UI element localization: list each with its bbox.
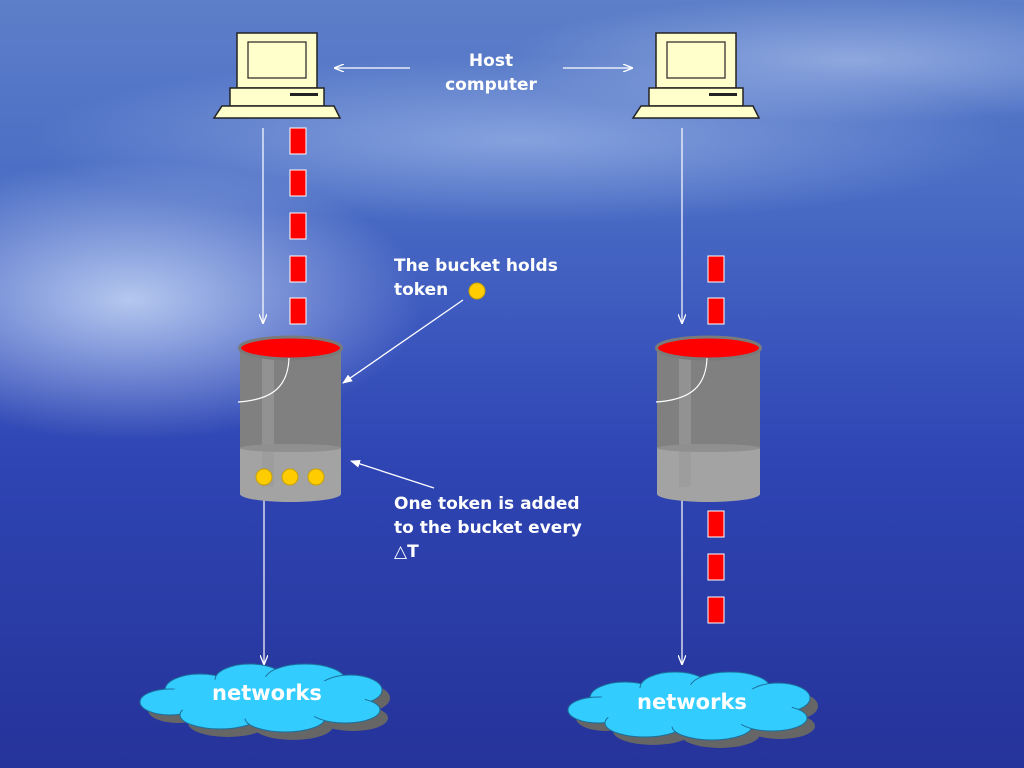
token-added-label: One token is added to the bucket every △… [394, 492, 614, 564]
networks-label-right: networks [637, 690, 747, 714]
packet [289, 127, 307, 155]
packet [289, 255, 307, 283]
bucket-holds-pointer [342, 299, 464, 384]
token [281, 468, 299, 486]
host-label-line-1: Host [468, 51, 514, 71]
token-legend-icon [468, 282, 486, 300]
token [255, 468, 273, 486]
token-added-line-3: △T [394, 542, 419, 562]
bucket-right [655, 335, 762, 502]
packet [707, 255, 725, 283]
token-added-pointer [350, 459, 435, 489]
bucket-holds-line-1: The bucket holds [394, 256, 558, 276]
host-computer-left-icon [212, 32, 342, 119]
host-computer-right-icon [631, 32, 761, 119]
token [307, 468, 325, 486]
packet [289, 212, 307, 240]
networks-cloud-right-icon [567, 671, 818, 748]
host-computer-label: Host computer [420, 49, 562, 97]
packet [707, 553, 725, 581]
packet [289, 169, 307, 197]
networks-cloud-left-icon [139, 663, 390, 740]
packet-queue-right-bottom [707, 510, 725, 624]
bucket-holds-line-2: token [394, 280, 449, 300]
bucket-holds-token-label: The bucket holds token [394, 254, 594, 302]
bucket-left [237, 335, 343, 502]
token-added-line-2: to the bucket every [394, 518, 582, 538]
networks-label-left: networks [212, 681, 322, 705]
host-label-line-2: computer [445, 75, 537, 95]
token-added-line-1: One token is added [394, 494, 580, 514]
packet-queue-right-top [707, 255, 725, 325]
packet [707, 596, 725, 624]
packet [707, 510, 725, 538]
packet [707, 297, 725, 325]
packet-queue-left [289, 127, 307, 325]
packet [289, 297, 307, 325]
